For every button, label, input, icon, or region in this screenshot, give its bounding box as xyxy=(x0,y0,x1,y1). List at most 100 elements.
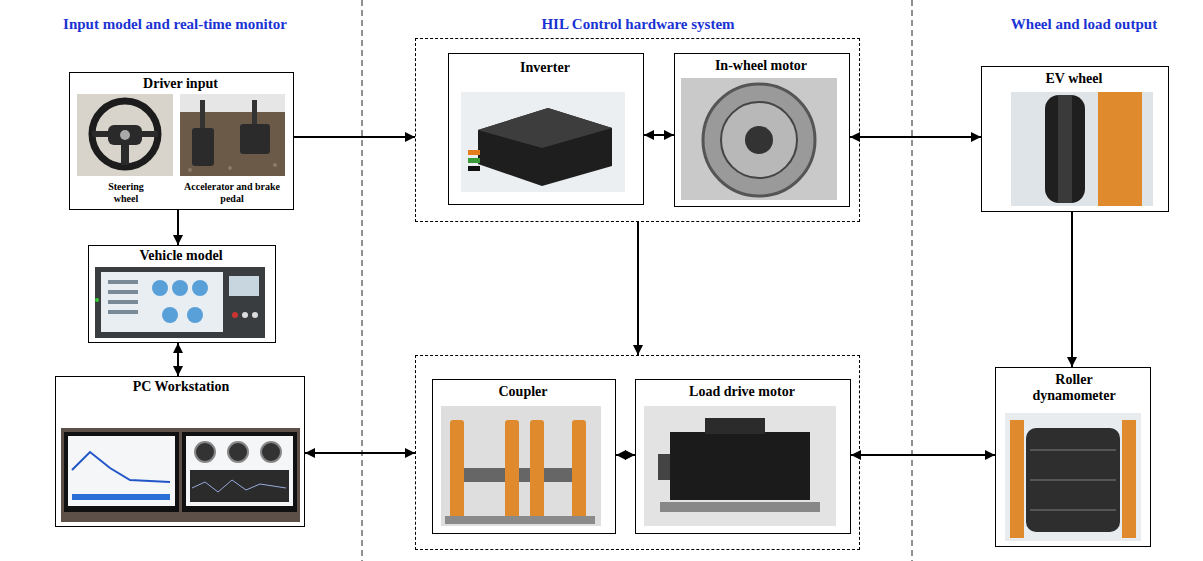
roller-dynamometer-box: Roller dynamometer xyxy=(995,367,1151,547)
pedal-photo-part xyxy=(273,163,277,167)
inverter-photo-part xyxy=(468,150,480,155)
inverter-photo-part xyxy=(478,108,612,186)
load-drive-motor-box: Load drive motor xyxy=(635,379,851,534)
steering-wheel-photo-part xyxy=(120,130,130,140)
box-title: Vehicle model xyxy=(89,248,273,264)
in-wheel-motor-photo-part xyxy=(681,78,837,200)
connector-arrow xyxy=(644,134,674,136)
workstation-monitors-part xyxy=(61,428,300,522)
load-motor-photo-part xyxy=(670,432,810,500)
load-motor-photo-part xyxy=(658,454,670,480)
inverter-photo-part xyxy=(468,166,480,171)
vehicle-model-panel-part xyxy=(192,280,208,296)
coupler-photo-part xyxy=(530,420,544,520)
vehicle-model-panel-part xyxy=(95,267,265,338)
roller-dynamometer-photo-part xyxy=(1005,413,1141,541)
roller-dynamometer-photo-part xyxy=(1122,420,1136,538)
inverter-photo-part xyxy=(468,158,480,163)
vehicle-model-panel-part xyxy=(108,300,138,304)
connector-arrow xyxy=(616,454,635,456)
connector-arrow xyxy=(305,452,415,454)
connector-arrow xyxy=(177,210,179,245)
driver-input-box: Driver inputSteering wheelAccelerator an… xyxy=(69,72,294,210)
inverter-photo-part xyxy=(478,108,612,148)
pedal-photo-part xyxy=(228,166,232,170)
vehicle-model-panel-part xyxy=(242,312,248,318)
box-title: PC Workstation xyxy=(129,379,233,395)
workstation-monitors-part xyxy=(195,442,215,462)
coupler-box: Coupler xyxy=(432,379,616,534)
steering-wheel-photo-part xyxy=(121,145,129,165)
roller-dynamometer-photo-part xyxy=(1026,428,1120,532)
box-title: Load drive motor xyxy=(636,384,848,400)
box-title: In-wheel motor xyxy=(675,58,847,74)
hil-upper-group: Inverter In-wheel motor xyxy=(415,38,860,222)
vehicle-model-panel-part xyxy=(229,276,259,296)
vehicle-model-panel-part xyxy=(108,290,138,294)
box-title: Roller dynamometer xyxy=(1020,372,1128,404)
vehicle-model-panel-part xyxy=(152,280,168,296)
steering-wheel-photo-part xyxy=(92,131,108,137)
workstation-monitors-part xyxy=(72,494,170,500)
pedal-photo xyxy=(180,94,285,176)
workstation-monitors-part xyxy=(182,432,297,512)
steering-wheel-photo-part xyxy=(108,125,142,145)
vehicle-model-panel-part xyxy=(108,310,138,314)
section-heading: Wheel and load output xyxy=(950,16,1203,33)
ev-wheel-photo-part xyxy=(1098,92,1142,206)
roller-dynamometer-photo-part xyxy=(1030,479,1116,481)
ev-wheel-photo xyxy=(1011,92,1153,206)
steering-wheel-photo xyxy=(77,94,173,176)
pedal-photo-part xyxy=(180,94,285,112)
steering-wheel-photo-part xyxy=(92,101,158,167)
coupler-photo-part xyxy=(445,516,595,524)
column-divider-part xyxy=(912,0,913,561)
roller-dynamometer-photo-part xyxy=(1010,420,1024,538)
roller-dynamometer-photo-part xyxy=(1030,509,1116,511)
column-divider-part xyxy=(362,0,363,561)
in-wheel-motor-photo-part xyxy=(745,126,773,154)
load-motor-photo-part xyxy=(660,502,820,512)
box-title: Coupler xyxy=(433,384,613,400)
steering-wheel-photo-part xyxy=(142,131,158,137)
workstation-monitors-part xyxy=(261,442,281,462)
inverter-photo xyxy=(461,92,625,192)
load-motor-photo-part xyxy=(705,418,765,434)
workstation-monitors-part xyxy=(186,436,293,506)
image-caption: Accelerator and brake pedal xyxy=(176,181,288,204)
column-divider xyxy=(362,0,912,561)
workstation-monitors xyxy=(61,428,300,522)
coupler-photo-part xyxy=(505,420,519,520)
in-wheel-motor-photo-part xyxy=(721,102,797,178)
box-title: Inverter xyxy=(449,60,641,76)
vehicle-model-box: Vehicle model xyxy=(88,245,276,343)
pedal-photo-part xyxy=(192,128,214,166)
inverter-box: Inverter xyxy=(448,53,644,205)
ev-wheel-box: EV wheel xyxy=(981,66,1169,212)
connector-arrow xyxy=(294,136,415,138)
workstation-monitors-part xyxy=(228,442,248,462)
workstation-monitors-part xyxy=(64,432,179,512)
connector-arrow xyxy=(1071,212,1073,367)
section-heading: HIL Control hardware system xyxy=(418,16,858,33)
vehicle-model-panel-part xyxy=(172,280,188,296)
in-wheel-motor-box: In-wheel motor xyxy=(674,53,850,207)
coupler-photo-part xyxy=(441,406,601,526)
vehicle-model-panel-part xyxy=(95,298,99,302)
in-wheel-motor-photo-part xyxy=(703,84,815,196)
ev-wheel-photo-part xyxy=(1058,95,1072,203)
steering-wheel-photo-part xyxy=(77,94,173,176)
workstation-monitors-part xyxy=(68,436,175,506)
image-caption: Steering wheel xyxy=(96,181,156,204)
vehicle-model-panel-part xyxy=(232,312,238,318)
load-motor-photo-part xyxy=(644,406,836,526)
pedal-photo-part xyxy=(180,94,285,176)
roller-dynamometer-photo-part xyxy=(1030,449,1116,451)
connector-arrow xyxy=(850,136,981,138)
vehicle-model-panel xyxy=(95,267,265,338)
vehicle-model-panel-part xyxy=(108,280,138,284)
workstation-monitors-part xyxy=(192,480,286,492)
ev-wheel-photo-part xyxy=(1045,95,1085,203)
vehicle-model-panel-part xyxy=(101,272,223,332)
